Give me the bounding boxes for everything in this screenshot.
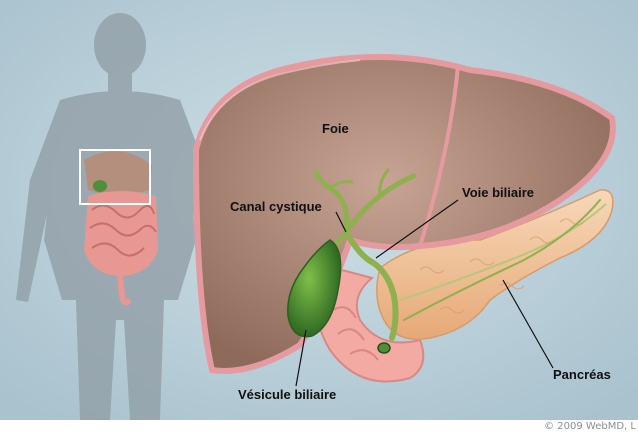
copyright-text: © 2009 WebMD, L — [544, 421, 636, 432]
label-foie: Foie — [322, 122, 349, 135]
label-pancreas: Pancréas — [553, 368, 611, 381]
label-canal-cystique: Canal cystique — [230, 200, 322, 213]
label-vesicule-biliaire: Vésicule biliaire — [238, 388, 336, 401]
label-voie-biliaire: Voie biliaire — [462, 186, 534, 199]
